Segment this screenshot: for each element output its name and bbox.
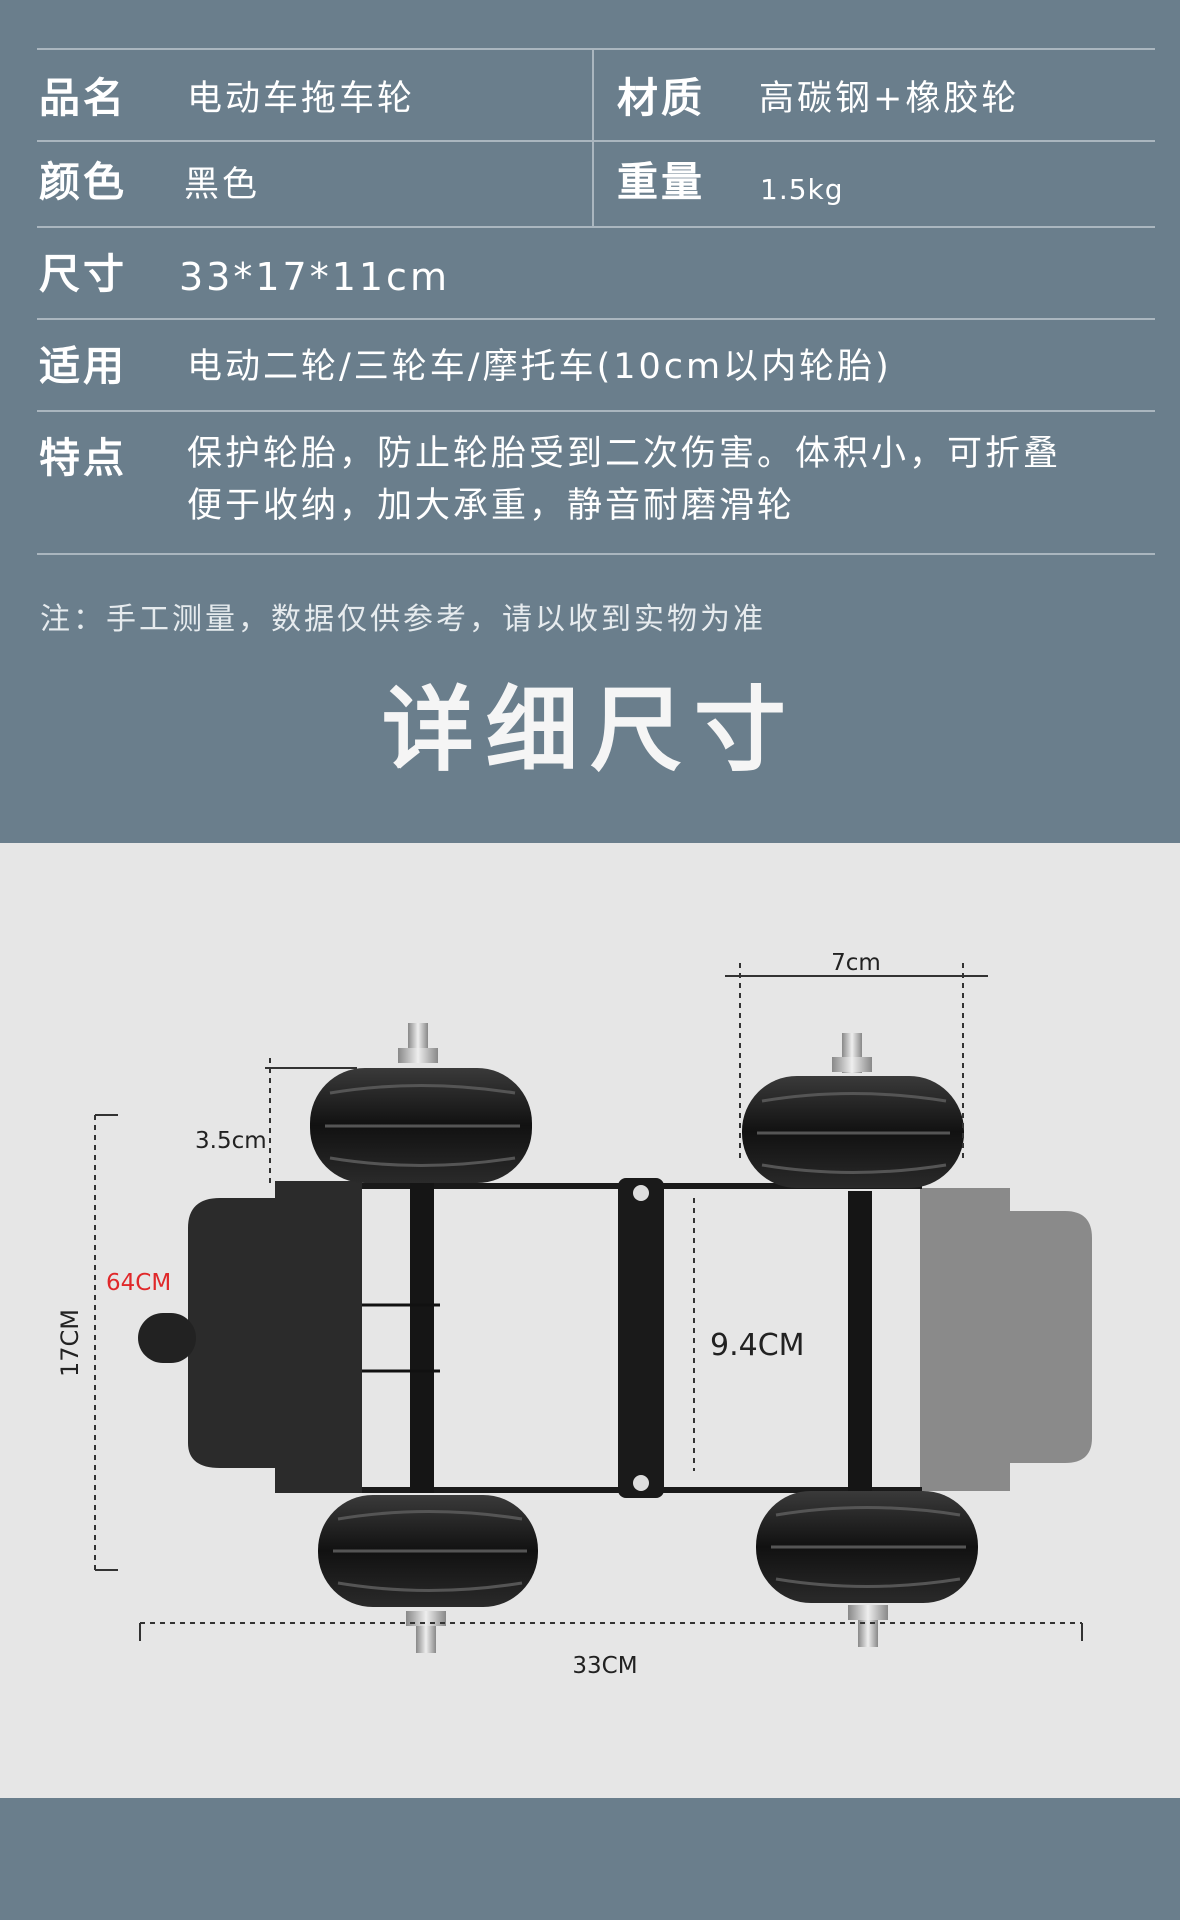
column-divider <box>592 142 594 226</box>
wheel-bottom-left <box>318 1495 538 1653</box>
size-value: 33*17*11cm <box>179 255 450 299</box>
color-value: 黑色 <box>184 165 261 205</box>
axle-front <box>410 1183 434 1493</box>
column-divider <box>592 50 594 140</box>
usage-label: 适用 <box>39 342 127 390</box>
wheel-top-left <box>310 1023 532 1183</box>
material-value: 高碳钢+橡胶轮 <box>759 79 1020 119</box>
trolley-drawing: 7cm 3.5cm 64CM 17CM 9.4CM 33CM <box>56 950 1092 1679</box>
red-size-label: 64CM <box>106 1270 171 1296</box>
name-value: 电动车拖车轮 <box>187 79 416 119</box>
fold-hinge <box>618 1178 664 1498</box>
usage-value: 电动二轮/三轮车/摩托车(10cm以内轮胎) <box>187 347 892 387</box>
feature-label: 特点 <box>39 434 127 482</box>
height-label: 17CM <box>56 1309 84 1377</box>
section-heading: 详细尺寸 <box>381 677 798 784</box>
wheel-bottom-right <box>756 1491 978 1647</box>
spec-row-size: 尺寸 33*17*11cm <box>37 226 1155 318</box>
axle-rear <box>848 1191 872 1491</box>
size-label: 尺寸 <box>39 250 127 298</box>
color-label: 颜色 <box>39 158 127 206</box>
spec-table: 品名 电动车拖车轮 材质 高碳钢+橡胶轮 颜色 黑色 重量 1.5kg 尺寸 3… <box>37 48 1155 555</box>
name-label: 品名 <box>39 74 127 122</box>
weight-label: 重量 <box>617 158 705 206</box>
spec-row-color-weight: 颜色 黑色 重量 1.5kg <box>37 140 1155 226</box>
weight-value: 1.5kg <box>760 173 844 206</box>
material-label: 材质 <box>617 74 705 122</box>
spec-row-name-material: 品名 电动车拖车轮 材质 高碳钢+橡胶轮 <box>37 48 1155 140</box>
dimension-lines <box>94 963 1083 1641</box>
feature-line-1: 保护轮胎，防止轮胎受到二次伤害。体积小，可折叠 <box>187 434 1062 474</box>
wheel-top-right <box>742 1033 964 1188</box>
feature-line-2: 便于收纳，加大承重，静音耐磨滑轮 <box>187 486 796 526</box>
handle-knob <box>138 1313 196 1363</box>
wheel-width-label: 7cm <box>831 950 881 976</box>
wheel-gap-label: 3.5cm <box>195 1128 267 1154</box>
inner-width-label: 9.4CM <box>710 1328 805 1363</box>
frame <box>138 1178 1092 1498</box>
length-label: 33CM <box>572 1653 637 1679</box>
measurement-note: 注：手工测量，数据仅供参考，请以收到实物为准 <box>40 602 766 637</box>
spec-row-feature: 特点 保护轮胎，防止轮胎受到二次伤害。体积小，可折叠 便于收纳，加大承重，静音耐… <box>37 410 1155 555</box>
feature-value: 保护轮胎，防止轮胎受到二次伤害。体积小，可折叠 便于收纳，加大承重，静音耐磨滑轮 <box>187 428 1147 532</box>
spec-row-usage: 适用 电动二轮/三轮车/摩托车(10cm以内轮胎) <box>37 318 1155 410</box>
product-diagram: 7cm 3.5cm 64CM 17CM 9.4CM 33CM <box>0 843 1180 1798</box>
